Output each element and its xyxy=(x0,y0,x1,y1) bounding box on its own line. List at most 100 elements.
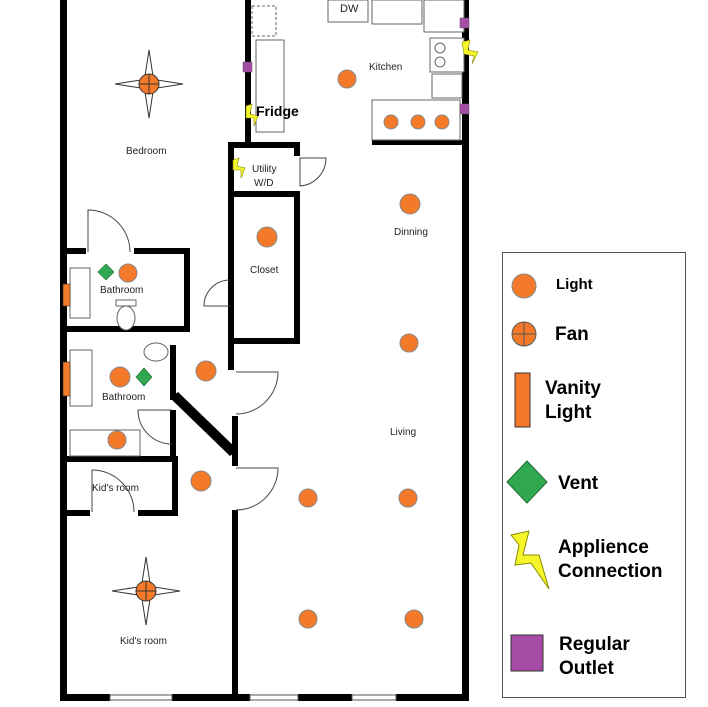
door-living-lower xyxy=(235,467,279,511)
legend-fan-label: Fan xyxy=(555,324,589,345)
bath-lower-toilet xyxy=(143,342,169,362)
label-bathroom-lower: Bathroom xyxy=(102,392,145,403)
light-icon xyxy=(337,69,357,89)
legend: Light Fan Vanity Light Vent Applience Co… xyxy=(502,252,686,698)
outer-wall-right xyxy=(462,0,469,700)
label-utility: Utility xyxy=(252,164,276,175)
vanity-light-icon xyxy=(62,283,71,307)
vanity-light-icon xyxy=(514,372,531,428)
label-closet: Closet xyxy=(250,265,279,276)
utility-wall-right-top xyxy=(294,142,300,156)
appliance-connection-icon xyxy=(510,530,550,590)
window-bottom-3 xyxy=(351,694,397,701)
label-living: Living xyxy=(390,427,416,438)
kids-small-right xyxy=(172,462,178,516)
label-kids-room-large: Kid's room xyxy=(120,636,167,647)
label-bedroom: Bedroom xyxy=(126,146,167,157)
fridge-box xyxy=(255,39,285,133)
utility-wall-top xyxy=(228,142,300,148)
light-icon xyxy=(190,470,212,492)
legend-appliance-label-1: Applience xyxy=(558,537,649,558)
label-dw: DW xyxy=(340,3,359,15)
outlet-icon xyxy=(510,634,544,672)
appliance-connection-icon xyxy=(461,39,479,65)
closet-wall-bottom xyxy=(228,338,300,344)
center-wall-closet-lower xyxy=(228,306,234,370)
utility-wall-bottom xyxy=(228,191,300,197)
outer-wall-left xyxy=(60,0,67,700)
vanity-lights xyxy=(62,283,71,397)
vents xyxy=(97,263,153,387)
outer-wall-bottom-mid xyxy=(172,694,250,701)
light-icon xyxy=(298,609,318,629)
light-icon xyxy=(434,114,450,130)
bath-upper-top-left xyxy=(62,248,86,254)
kids-small-bottom-right xyxy=(138,510,178,516)
stove-burner xyxy=(434,42,446,54)
appliance-connections xyxy=(232,39,479,179)
bath-upper-toilet xyxy=(116,305,136,331)
light-icon xyxy=(195,360,217,382)
legend-outlet-label-2: Outlet xyxy=(559,658,614,679)
door-kids-small xyxy=(91,469,135,513)
door-utility xyxy=(299,157,327,187)
legend-vanity-label-1: Vanity xyxy=(545,378,601,399)
bath-upper-right xyxy=(184,248,190,332)
door-living-upper xyxy=(235,371,279,415)
label-kids-room-small: Kid's room xyxy=(92,483,139,494)
light-icon xyxy=(398,488,418,508)
vent-icon xyxy=(135,367,153,387)
center-wall-lower xyxy=(232,510,238,696)
bath-lower-bottom xyxy=(62,456,178,462)
light-icon xyxy=(298,488,318,508)
light-icon xyxy=(107,430,127,450)
light-icon xyxy=(511,273,537,299)
bath-lower-right2 xyxy=(170,410,176,458)
bath-lower-vanity xyxy=(69,349,93,407)
light-icon xyxy=(109,366,131,388)
legend-appliance-label-2: Connection xyxy=(558,561,663,582)
legend-vanity-label-2: Light xyxy=(545,402,592,423)
closet-wall-right xyxy=(294,191,300,344)
bath-upper-toilet-tank xyxy=(115,299,137,307)
kitchen-counter-top xyxy=(423,0,465,33)
kitchen-counter-right xyxy=(431,73,463,99)
light-icon xyxy=(410,114,426,130)
light-icon xyxy=(404,609,424,629)
bath-upper-top-right xyxy=(134,248,190,254)
light-icon xyxy=(383,114,399,130)
label-wd: W/D xyxy=(254,178,273,189)
door-bath-upper xyxy=(87,209,131,253)
windows xyxy=(109,694,397,701)
legend-light-label: Light xyxy=(556,276,593,293)
bath-lower-tub xyxy=(69,429,141,457)
label-fridge: Fridge xyxy=(256,103,299,119)
dishwasher xyxy=(327,0,369,23)
light-icon xyxy=(118,263,138,283)
kitchen-counter-wall xyxy=(372,140,469,145)
legend-vent-label: Vent xyxy=(558,473,599,494)
outlet-icon xyxy=(242,61,253,73)
kids-small-bottom-left xyxy=(62,510,90,516)
vanity-light-icon xyxy=(62,361,71,397)
light-icon xyxy=(399,193,421,215)
fan-bedroom xyxy=(114,49,184,119)
sink xyxy=(371,0,423,25)
outer-wall-bottom-far xyxy=(396,694,469,701)
vent-icon xyxy=(97,263,115,281)
window-bottom-2 xyxy=(249,694,299,701)
stove xyxy=(429,37,465,73)
door-closet xyxy=(203,279,231,307)
stove-burner xyxy=(434,56,446,68)
label-kitchen: Kitchen xyxy=(369,62,402,73)
diagonal-wall xyxy=(170,392,238,456)
window-bottom-1 xyxy=(109,694,173,701)
lights xyxy=(107,69,450,629)
outer-wall-bottom-right xyxy=(298,694,352,701)
label-dinning: Dinning xyxy=(394,227,428,238)
legend-outlet-label-1: Regular xyxy=(559,634,630,655)
fan-kids-room xyxy=(111,556,181,626)
door-bath-lower xyxy=(137,409,173,445)
fan-icon xyxy=(511,321,537,347)
